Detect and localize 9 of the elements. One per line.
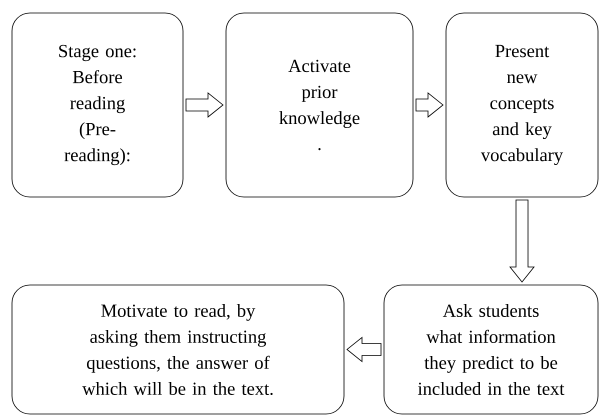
process-box: Ask students what information they predict to be included in the text: [384, 284, 598, 414]
block-arrow: [346, 336, 382, 362]
process-box: Motivate to read, by asking them instructing questions, the answer of which will be in the text.: [12, 284, 344, 414]
process-box: Present new concepts and key vocabulary: [446, 12, 598, 198]
process-box: Activate prior knowledge .: [226, 12, 414, 198]
block-arrow: [509, 200, 535, 283]
process-box: Stage one: Before reading (Pre-reading):: [12, 12, 184, 198]
block-arrow: [416, 92, 444, 118]
block-arrow: [186, 92, 224, 118]
